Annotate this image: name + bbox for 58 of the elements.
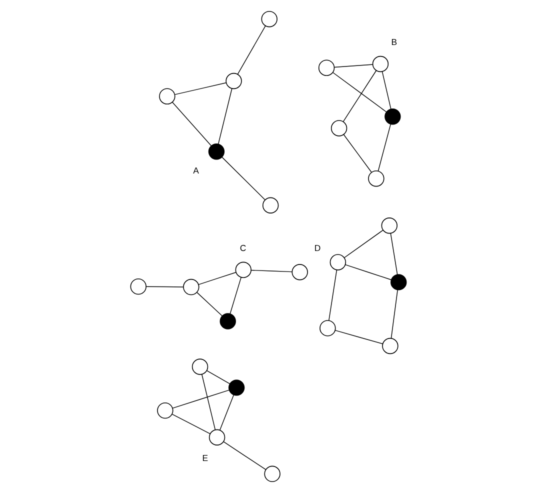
node-circle — [330, 120, 347, 136]
node-dot — [219, 313, 236, 330]
connector — [344, 264, 391, 280]
node-circle — [130, 278, 146, 295]
connector — [334, 330, 383, 344]
connector — [333, 64, 373, 68]
connector — [206, 370, 230, 384]
node-dot — [228, 380, 244, 396]
node-circle — [234, 262, 251, 278]
node-circle — [262, 197, 278, 214]
connector — [217, 88, 232, 144]
label: D — [314, 243, 320, 254]
node-circle — [368, 170, 384, 187]
connector — [381, 71, 391, 110]
connector — [198, 272, 236, 285]
connector — [390, 232, 398, 275]
node-circle — [380, 218, 397, 234]
connector — [250, 270, 292, 272]
node-circle — [319, 320, 336, 336]
label: E — [202, 452, 208, 463]
node-circle — [158, 88, 175, 104]
connector — [200, 374, 216, 430]
node-circle — [191, 358, 208, 375]
connector — [342, 70, 376, 122]
node-circle — [372, 56, 388, 72]
connector — [221, 156, 265, 200]
connector — [343, 230, 383, 258]
connector — [171, 414, 210, 434]
connector — [236, 26, 266, 75]
connector — [172, 390, 230, 409]
connector — [145, 286, 184, 288]
label: B — [390, 37, 397, 48]
node-circle — [156, 402, 173, 419]
connector — [219, 394, 234, 430]
label: A — [192, 166, 198, 176]
connector — [172, 102, 212, 146]
connector — [174, 82, 226, 95]
node-dot — [390, 274, 406, 290]
node-circle — [225, 72, 242, 90]
node-dot — [384, 108, 400, 125]
node-circle — [182, 278, 199, 296]
connector — [229, 276, 241, 314]
node-circle — [208, 429, 225, 446]
connector — [377, 124, 391, 172]
node-dot — [208, 144, 224, 160]
connector — [196, 292, 222, 316]
node-circle — [291, 264, 308, 280]
node-circle — [318, 60, 334, 76]
node-circle — [260, 11, 277, 28]
connector — [332, 72, 386, 112]
label: C — [239, 243, 246, 254]
node-circle — [264, 466, 280, 482]
connector — [342, 134, 372, 172]
node-circle — [382, 338, 398, 354]
connector — [222, 441, 266, 470]
connector — [328, 269, 337, 321]
connector — [390, 290, 398, 339]
node-circle — [329, 254, 346, 270]
